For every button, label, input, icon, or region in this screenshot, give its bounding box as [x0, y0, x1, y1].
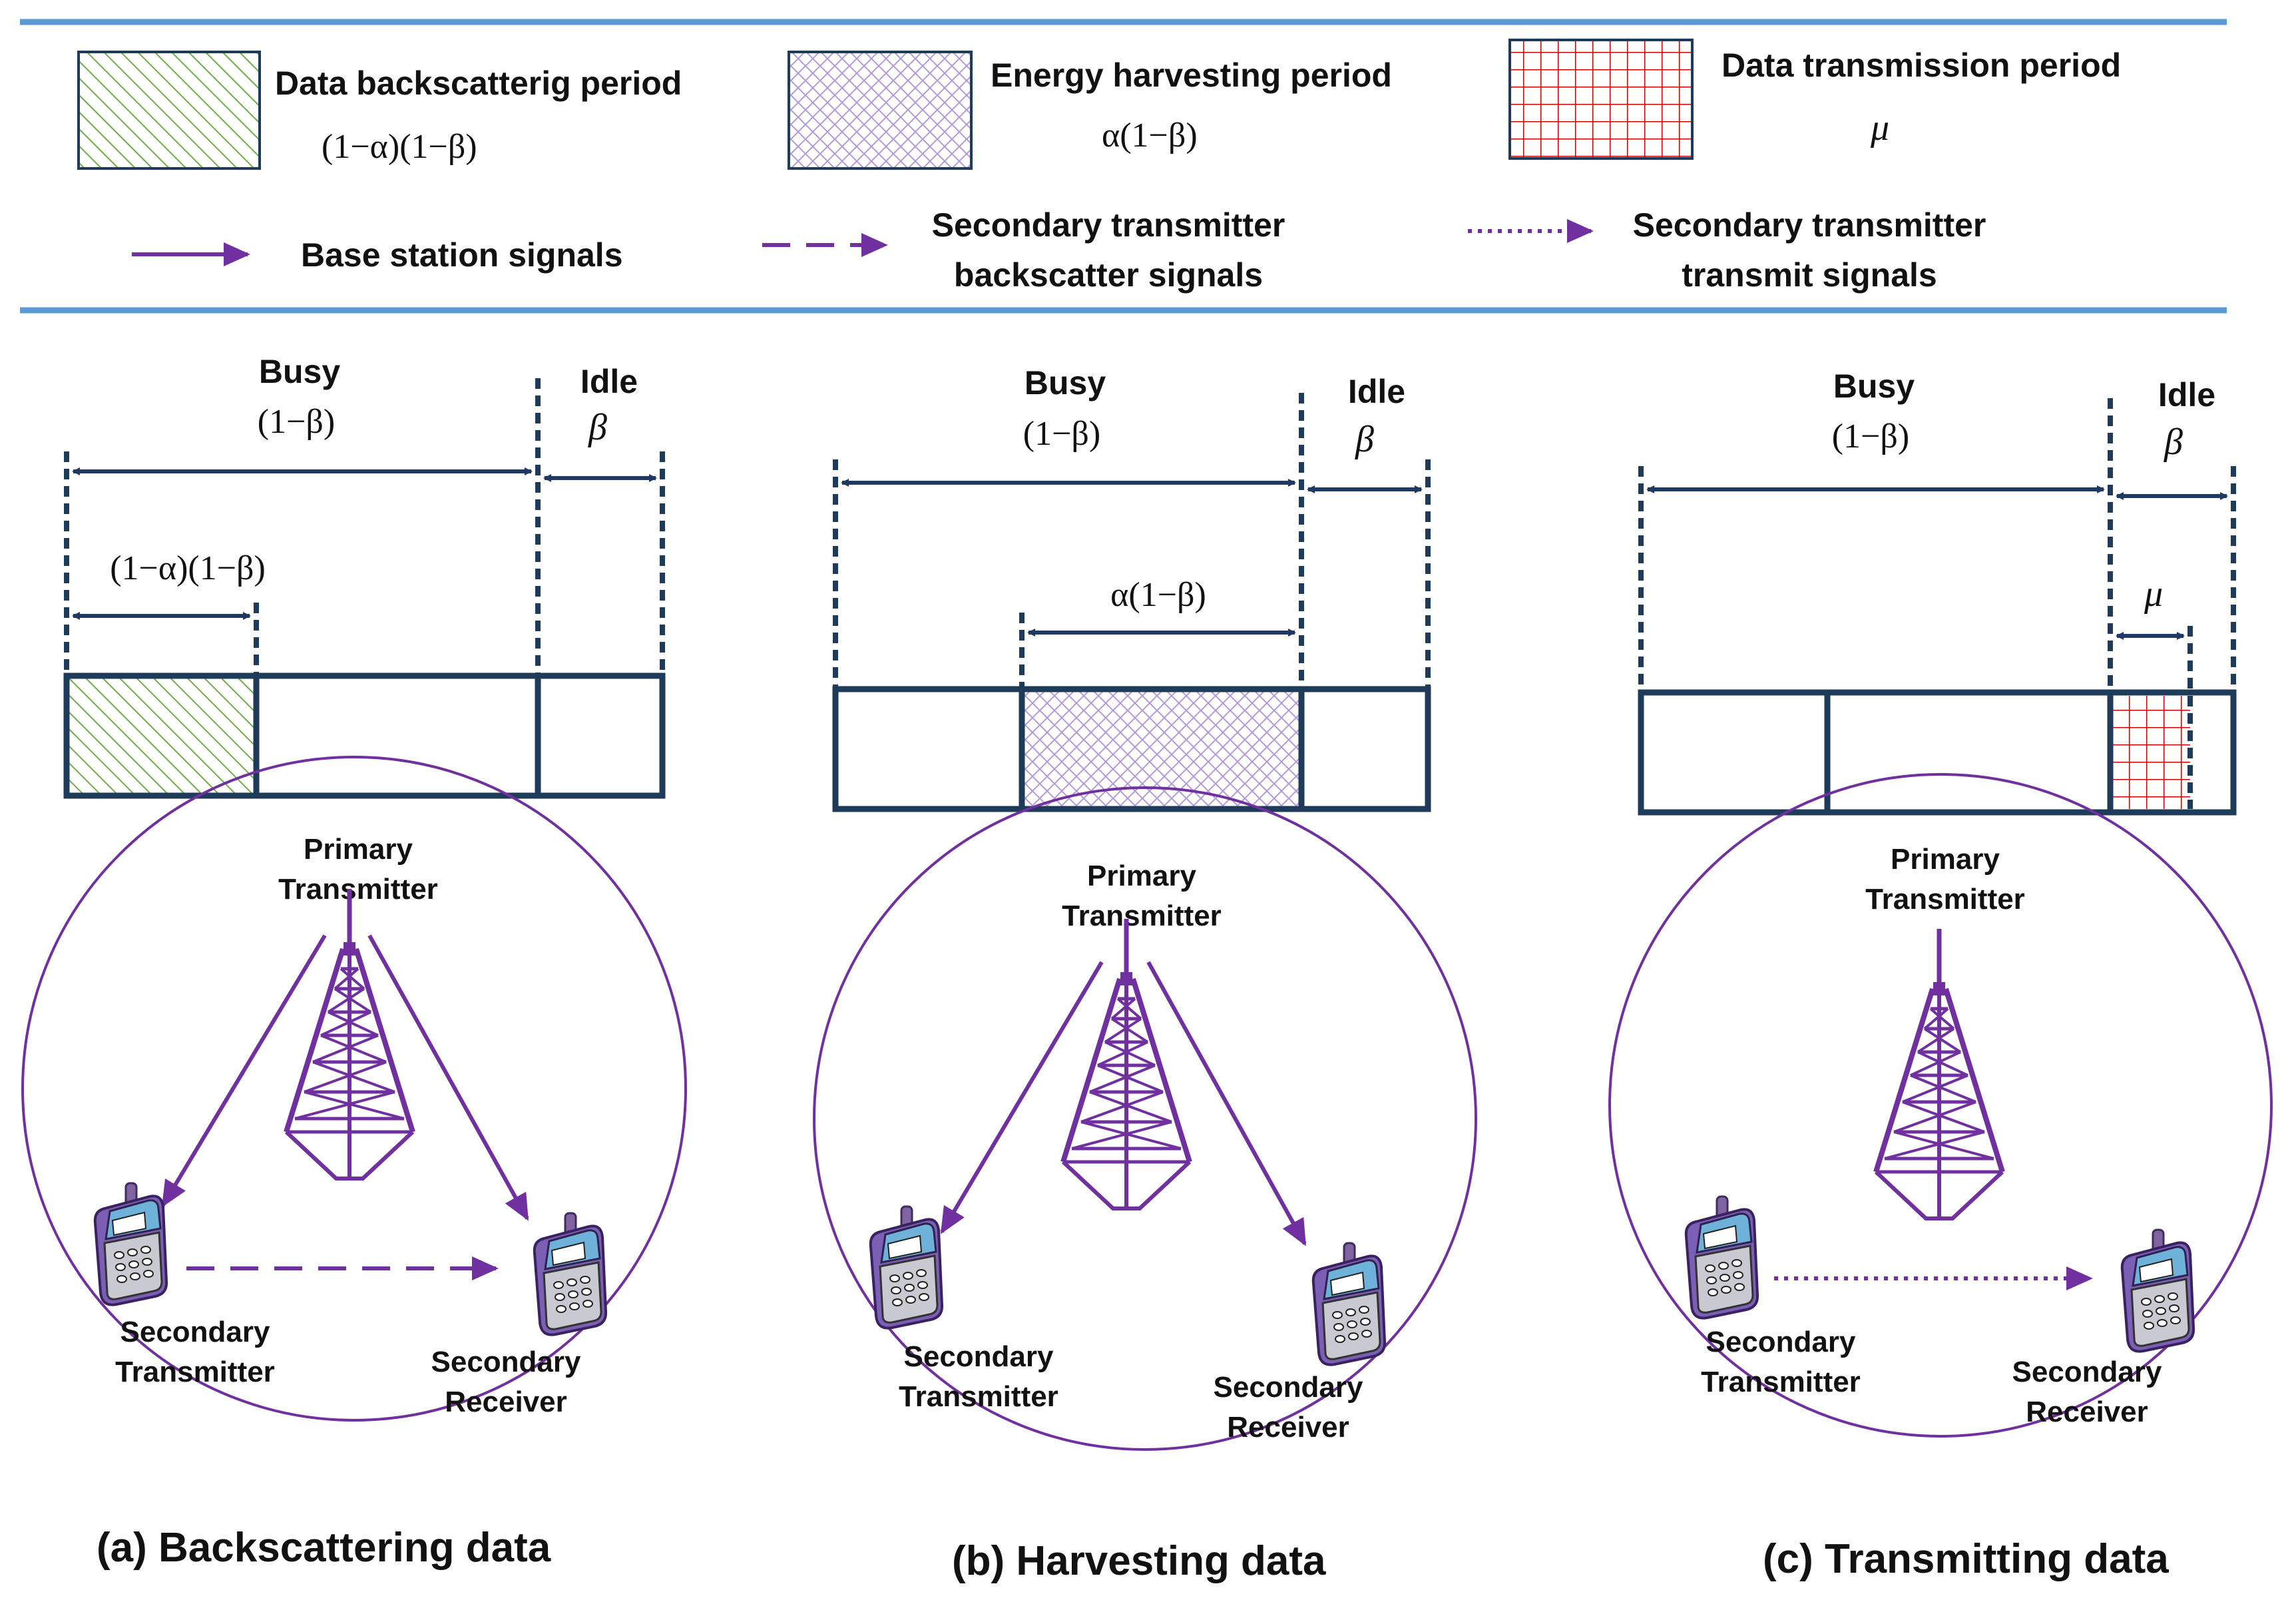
sub-formula-a: (1−α)(1−β) — [110, 549, 266, 587]
caption-b: (b) Harvesting data — [952, 1538, 1326, 1584]
panel-a-backscattering: Busy (1−β) Idle β (1−α)(1−β) Primary Tra… — [21, 353, 687, 1571]
sub-formula-b: α(1−β) — [1110, 576, 1206, 614]
legend-swatch-harvest — [788, 51, 973, 170]
legend-swatch-backscatter — [77, 51, 261, 170]
sr-label-b-2: Receiver — [1227, 1411, 1349, 1444]
signal-bs-to-sr-b — [1146, 961, 1307, 1246]
antenna-tower-icon — [286, 889, 413, 1179]
signal-bs-to-st-b — [940, 961, 1104, 1234]
sr-label-a-2: Receiver — [445, 1386, 567, 1418]
busy-label-b: Busy — [1025, 364, 1106, 401]
legend-backscatter-formula: (1−α)(1−β) — [322, 128, 477, 166]
legend: Data backscatterig period (1−α)(1−β) Ene… — [20, 19, 2227, 314]
signal-bs-to-sr-a — [367, 934, 529, 1221]
sr-label-a-1: Secondary — [431, 1346, 582, 1378]
primary-label-c-2: Transmitter — [1865, 883, 2025, 916]
network-circle-a — [21, 756, 687, 1422]
legend-transmit-formula: μ — [1870, 107, 1889, 148]
idle-label-a: Idle — [580, 363, 638, 400]
sr-label-c-2: Receiver — [2026, 1396, 2148, 1428]
caption-a: (a) Backscattering data — [97, 1525, 551, 1571]
panel-b-harvesting: Busy (1−β) Idle β α(1−β) Primary Transmi… — [813, 364, 1477, 1584]
legend-st-backscatter-line1: Secondary transmitter — [932, 206, 1285, 244]
legend-st-backscatter-line2: backscatter signals — [954, 256, 1263, 294]
signal-bs-to-st-a — [161, 934, 327, 1208]
busy-formula-a: (1−β) — [258, 403, 335, 441]
mobile-phone-icon — [1684, 1195, 1759, 1320]
mobile-phone-icon — [1311, 1242, 1387, 1366]
legend-harvest-formula: α(1−β) — [1102, 117, 1198, 154]
sr-label-c-1: Secondary — [2012, 1356, 2163, 1388]
st-label-b-1: Secondary — [904, 1340, 1054, 1373]
legend-base-station-signals: Base station signals — [301, 236, 623, 274]
idle-label-c: Idle — [2158, 376, 2215, 413]
idle-formula-b: β — [1355, 419, 1374, 460]
busy-label-a: Busy — [259, 353, 340, 390]
frame-c — [1638, 689, 2237, 816]
idle-formula-c: β — [2164, 421, 2183, 463]
st-label-c-2: Transmitter — [1701, 1366, 1861, 1398]
frame-a — [63, 672, 666, 799]
antenna-tower-icon — [1063, 919, 1190, 1208]
st-label-a-2: Transmitter — [115, 1356, 275, 1388]
frame-b — [832, 686, 1431, 812]
slot-transmit-c — [2110, 696, 2190, 809]
st-label-b-2: Transmitter — [899, 1380, 1058, 1413]
legend-harvest-title: Energy harvesting period — [991, 57, 1392, 94]
busy-label-c: Busy — [1833, 368, 1915, 405]
slot-harvest-b — [1022, 689, 1301, 809]
mobile-phone-icon — [93, 1182, 168, 1306]
network-circle-b — [813, 786, 1477, 1451]
mobile-phone-icon — [533, 1212, 608, 1336]
network-circle-c — [1608, 773, 2273, 1438]
mobile-phone-icon — [2120, 1228, 2195, 1353]
primary-label-c-1: Primary — [1891, 843, 2000, 876]
sr-label-b-1: Secondary — [1214, 1371, 1364, 1404]
mobile-phone-icon — [869, 1205, 944, 1330]
antenna-tower-icon — [1876, 929, 2002, 1218]
st-label-a-1: Secondary — [120, 1316, 271, 1348]
busy-formula-c: (1−β) — [1832, 417, 1909, 455]
legend-st-transmit-line2: transmit signals — [1682, 256, 1937, 294]
st-label-c-1: Secondary — [1706, 1326, 1857, 1358]
panel-c-transmitting: Busy (1−β) Idle β μ Primary Transmitter … — [1608, 368, 2273, 1582]
legend-swatch-transmit — [1508, 39, 1694, 160]
primary-label-b-1: Primary — [1087, 860, 1196, 892]
legend-transmit-title: Data transmission period — [1722, 47, 2121, 84]
sub-formula-c: μ — [2144, 573, 2163, 615]
primary-label-a-1: Primary — [304, 833, 413, 866]
legend-backscatter-title: Data backscatterig period — [275, 65, 682, 102]
primary-label-b-2: Transmitter — [1062, 900, 1222, 932]
slot-backscatter-a — [67, 676, 256, 796]
idle-label-b: Idle — [1348, 373, 1405, 410]
legend-st-transmit-line1: Secondary transmitter — [1633, 206, 1986, 244]
timing-diagram-a — [63, 378, 666, 799]
caption-c: (c) Transmitting data — [1763, 1536, 2169, 1582]
primary-label-a-2: Transmitter — [278, 873, 438, 906]
busy-formula-b: (1−β) — [1023, 415, 1100, 453]
idle-formula-a: β — [588, 407, 607, 448]
timing-diagram-c — [1638, 398, 2237, 816]
